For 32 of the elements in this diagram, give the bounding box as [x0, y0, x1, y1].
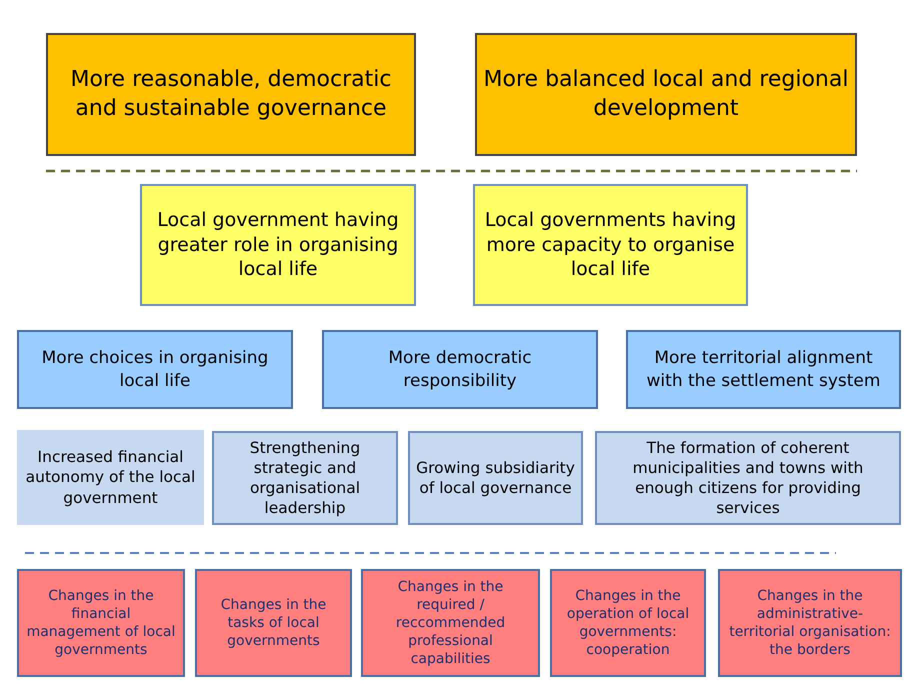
change-box: [550, 569, 706, 677]
goal-box: [46, 33, 416, 156]
box-text: More democratic responsibility: [387, 347, 533, 392]
box-text: Local government having greater role in organising local life: [156, 208, 400, 282]
goal-box: [475, 33, 857, 156]
box-text: Changes in the tasks of local governments: [220, 596, 328, 650]
box-text: Changes in the operation of local governments: cooperation: [566, 586, 690, 660]
factor-box: [17, 430, 204, 525]
box-text: Growing subsidiarity of local governance: [416, 458, 575, 498]
change-box: [17, 569, 185, 677]
box-text: Changes in the required / reccommended professional capabilities: [394, 578, 506, 668]
factor-box: [595, 431, 901, 525]
box-text: More balanced local and regional development: [483, 66, 849, 122]
box-text: Changes in the administrative-territorial organisation: the borders: [728, 586, 892, 660]
effect-box: [17, 330, 293, 409]
change-box: [361, 569, 540, 677]
objective-box: [140, 184, 416, 306]
change-box: [195, 569, 352, 677]
box-text: More choices in organising local life: [40, 347, 270, 392]
box-text: Changes in the financial management of local governments: [26, 586, 176, 660]
box-text: Strengthening strategic and organisational leadership: [248, 438, 362, 518]
box-text: Increased financial autonomy of the local government: [24, 447, 196, 508]
objective-box: [473, 184, 748, 306]
factor-box: [212, 431, 398, 525]
box-text: More reasonable, democratic and sustainable governance: [70, 66, 392, 122]
box-text: Local governments having more capacity to organise local life: [484, 208, 738, 282]
box-text: More territorial alignment with the settlement system: [646, 347, 882, 392]
box-text: The formation of coherent municipalities and towns with enough citizens for providing services: [632, 438, 864, 518]
effect-box: [626, 330, 901, 409]
factor-box: [408, 431, 583, 525]
change-box: [718, 569, 902, 677]
effect-box: [322, 330, 598, 409]
